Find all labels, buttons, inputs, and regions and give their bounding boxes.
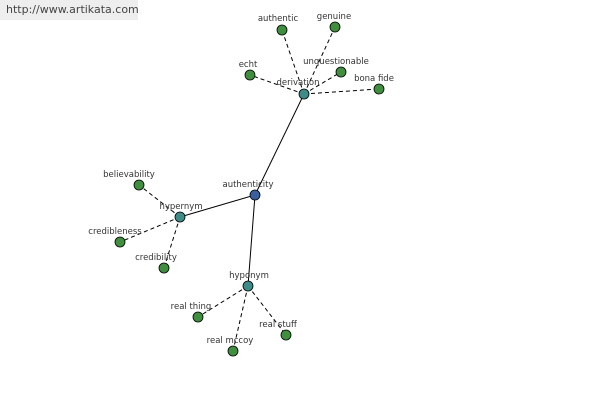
node-label-hyponym[interactable]: hyponym — [229, 271, 269, 281]
node-derivation[interactable] — [298, 88, 310, 100]
edge-hypernym-to-credibleness — [119, 216, 181, 243]
edge-hyponym-to-real-stuff — [247, 285, 287, 336]
edge-authenticity-to-derivation — [254, 93, 305, 196]
node-label-real-mccoy[interactable]: real mccoy — [207, 336, 254, 346]
edges-layer — [119, 26, 380, 352]
node-label-bona-fide[interactable]: bona fide — [354, 74, 394, 84]
edge-derivation-to-echt — [249, 74, 305, 95]
node-label-credibility[interactable]: credibility — [135, 253, 177, 263]
node-label-real-thing[interactable]: real thing — [171, 302, 212, 312]
node-label-believability[interactable]: believability — [103, 170, 155, 180]
node-label-echt[interactable]: echt — [239, 60, 258, 70]
edge-derivation-to-authentic — [281, 29, 305, 95]
edge-hyponym-to-real-thing — [197, 285, 249, 318]
edge-authenticity-to-hyponym — [247, 194, 256, 287]
node-genuine[interactable] — [329, 21, 341, 33]
node-believability[interactable] — [133, 179, 145, 191]
watermark-url: http://www.artikata.com — [0, 0, 139, 20]
node-label-hypernym[interactable]: hypernym — [159, 202, 202, 212]
node-echt[interactable] — [244, 69, 256, 81]
node-real-thing[interactable] — [192, 311, 204, 323]
node-label-authentic[interactable]: authentic — [258, 14, 299, 24]
labels-layer: authenticity derivation hypernym hyponym aut… — [88, 12, 394, 346]
edge-authenticity-to-hypernym — [179, 194, 256, 218]
node-hyponym[interactable] — [242, 280, 254, 292]
node-label-real-stuff[interactable]: real stuff — [259, 320, 298, 330]
edge-derivation-to-bona-fide — [303, 88, 380, 95]
node-label-genuine[interactable]: genuine — [317, 12, 351, 22]
edge-derivation-to-unquestionable — [303, 71, 342, 95]
node-credibleness[interactable] — [114, 236, 126, 248]
node-bona-fide[interactable] — [373, 83, 385, 95]
node-authentic[interactable] — [276, 24, 288, 36]
node-label-credibleness[interactable]: credibleness — [88, 227, 142, 237]
node-real-mccoy[interactable] — [227, 345, 239, 357]
node-label-unquestionable[interactable]: unquestionable — [303, 57, 369, 67]
node-hypernym[interactable] — [174, 211, 186, 223]
edge-derivation-to-genuine — [303, 26, 336, 95]
node-authenticity[interactable] — [249, 189, 261, 201]
edge-hypernym-to-credibility — [163, 216, 181, 269]
nodes-layer — [114, 21, 385, 357]
edge-hypernym-to-believability — [138, 184, 181, 218]
node-label-authenticity[interactable]: authenticity — [222, 180, 273, 190]
node-unquestionable[interactable] — [335, 66, 347, 78]
node-label-derivation[interactable]: derivation — [276, 78, 319, 88]
node-real-stuff[interactable] — [280, 329, 292, 341]
node-credibility[interactable] — [158, 262, 170, 274]
